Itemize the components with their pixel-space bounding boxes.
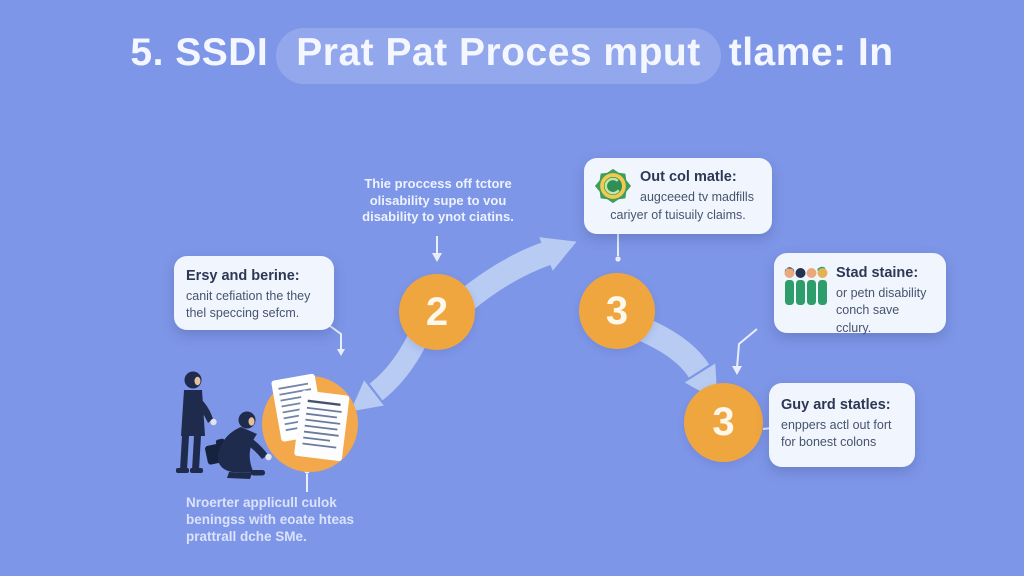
connector-stats-card-to-step3b	[732, 328, 758, 375]
step-number: 3	[605, 288, 629, 333]
applicant-note-line: beningss with eoate hteas	[186, 512, 355, 527]
step-number: 3	[712, 400, 735, 444]
step-circle-3: 3	[579, 273, 655, 349]
card-title: Ersy and berine:	[186, 268, 300, 284]
card-early-benefits: Ersy and berine: canit cefiation the the…	[174, 256, 334, 330]
card-line: thel speccing sefcm.	[186, 306, 300, 321]
applicant-note: Nroerter applicull culok beningss with e…	[186, 494, 396, 545]
card-title: Stad staine:	[836, 265, 919, 281]
connector-outcome-card-to-step3	[615, 232, 621, 262]
applicant-note-line: prattrall dche SMe.	[186, 529, 307, 544]
step-circle-3b: 3	[684, 383, 763, 462]
card-line: or petn disability	[836, 286, 927, 300]
arc-arrow-2-to-3	[456, 237, 577, 312]
process-note-line: Thie proccess off tctore	[364, 176, 512, 191]
title-highlight: Prat Pat Proces mput	[276, 28, 721, 84]
step-circle-2: 2	[399, 274, 475, 350]
card-line: conch save cclury.	[836, 303, 900, 335]
card-line: canit cefiation the they	[186, 289, 311, 303]
title-suffix: tlame: In	[728, 31, 894, 74]
card-line: cariyer of tuisuily claims.	[610, 208, 746, 223]
card-title: Guy ard statles:	[781, 397, 891, 413]
card-line: enppers actl out fort	[781, 418, 892, 432]
badge-seal-icon	[594, 168, 632, 204]
step-number: 2	[425, 289, 449, 334]
card-line: augceeed tv madfills	[640, 190, 754, 204]
process-note-line: olisability supe to vou	[369, 192, 507, 208]
card-line: for bonest colons	[781, 435, 877, 450]
card-stats: Stad staine: or petn disability conch sa…	[774, 253, 946, 335]
applicant-figures-illustration	[176, 371, 272, 479]
bent-figure	[205, 411, 272, 479]
paper-right-icon	[294, 390, 350, 462]
document-stack-illustration	[262, 373, 358, 472]
applicant-note-line: Nroerter applicull culok	[186, 495, 337, 510]
process-note: Thie proccess off tctore olisability sup…	[350, 176, 526, 226]
card-status: Guy ard statles: enppers actl out fort f…	[769, 383, 915, 467]
connector-note-to-step2	[432, 236, 442, 262]
standing-figure	[176, 371, 217, 473]
title-prefix: 5. SSDI	[130, 31, 269, 74]
card-title: Out col matle:	[640, 169, 737, 185]
card-outcome: Out col matle: augceeed tv madfills cari…	[584, 158, 772, 234]
process-note-line: disability to ynot ciatins.	[362, 209, 514, 224]
people-group-icon	[784, 266, 828, 305]
connector-early-card-down	[329, 325, 345, 356]
